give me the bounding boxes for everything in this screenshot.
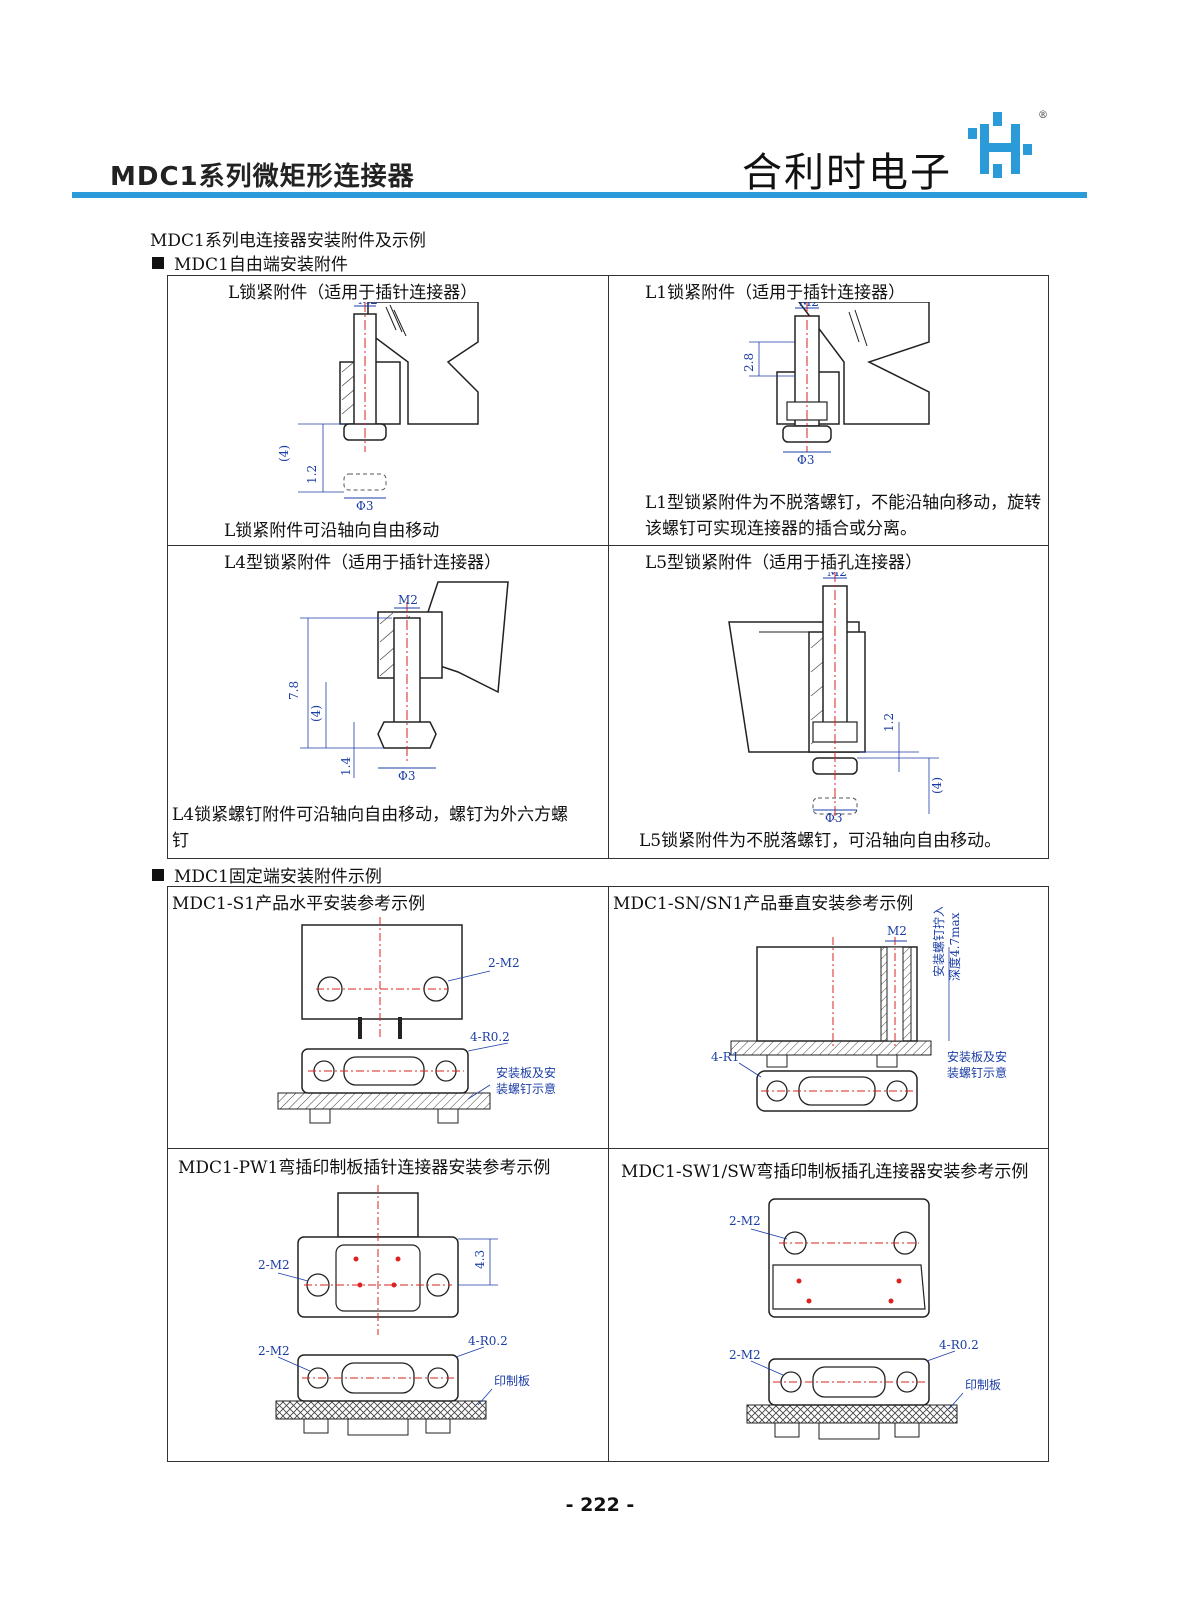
svg-text:4-R0.2: 4-R0.2 (468, 1334, 508, 1348)
sn-drawing: M2 安装螺钉拧入 深度4.7max 安装板及安 装螺钉示意 4-R1 (711, 907, 1007, 1112)
fixed-end-cell-sw1: MDC1-SW1/SW弯插印制板插孔连接器安装参考示例 2-M2 2-M2 4-… (609, 1149, 1048, 1461)
fixed-end-heading: MDC1固定端安装附件示例 (152, 862, 382, 887)
cell-title: MDC1-PW1弯插印制板插针连接器安装参考示例 (178, 1158, 551, 1178)
cell-title: L1锁紧附件（适用于插针连接器） (645, 283, 906, 303)
svg-text:安装螺钉拧入: 安装螺钉拧入 (931, 907, 946, 977)
svg-text:M2: M2 (887, 924, 907, 938)
svg-text:M2: M2 (799, 302, 819, 309)
fixed-end-cell-sn: MDC1-SN/SN1产品垂直安装参考示例 M2 安装螺钉拧入 深度4.7max… (609, 887, 1048, 1149)
free-end-cell-l5: L5型锁紧附件（适用于插孔连接器） M2 1.2 (4) Φ3 L5锁紧附件为不… (609, 546, 1048, 858)
svg-text:印制板: 印制板 (494, 1374, 530, 1388)
cell-note: L4锁紧螺钉附件可沿轴向自由移动，螺钉为外六方螺钉 (172, 805, 569, 851)
square-bullet-icon (152, 256, 164, 269)
svg-text:2-M2: 2-M2 (729, 1348, 761, 1362)
svg-text:(4): (4) (278, 445, 291, 462)
free-end-cell-l1: L1锁紧附件（适用于插针连接器） M2 2.8 Φ3 L1型锁紧附件为不脱落螺钉… (609, 276, 1048, 546)
l5-lock-drawing: M2 1.2 (4) Φ3 (728, 572, 944, 822)
pw1-drawing: 2-M2 4.3 2-M2 4-R0.2 印制板 (258, 1185, 530, 1436)
svg-text:安装板及安: 安装板及安 (947, 1049, 1007, 1064)
section-caption: MDC1系列电连接器安装附件及示例 (150, 231, 426, 251)
svg-text:1.4: 1.4 (339, 757, 353, 776)
l-lock-drawing: M2 (4) 1.2 Φ3 (278, 302, 479, 512)
svg-text:深度4.7max: 深度4.7max (947, 912, 962, 981)
cell-title: L4型锁紧附件（适用于插针连接器） (224, 553, 502, 573)
registered-mark: ® (1038, 110, 1048, 121)
svg-text:印制板: 印制板 (965, 1378, 1001, 1392)
sw1-drawing: 2-M2 2-M2 4-R0.2 印制板 (729, 1198, 1001, 1440)
cell-note: L1型锁紧附件为不脱落螺钉，不能沿轴向移动，旋转该螺钉可实现连接器的插合或分离。 (645, 493, 1042, 539)
svg-text:(4): (4) (930, 777, 944, 794)
page-header-title: MDC1系列微矩形连接器 (110, 162, 415, 192)
free-end-table: L锁紧附件（适用于插针连接器） M2 (4) 1.2 Φ3 L锁紧附件可沿轴向自… (167, 275, 1049, 859)
cell-title: L5型锁紧附件（适用于插孔连接器） (645, 553, 923, 573)
svg-text:4-R1: 4-R1 (711, 1050, 739, 1064)
cell-note: L5锁紧附件为不脱落螺钉，可沿轴向自由移动。 (639, 831, 1002, 851)
fixed-end-table: MDC1-S1产品水平安装参考示例 2-M2 4-R0.2 安装板及安 装螺钉示… (167, 886, 1049, 1462)
svg-text:装螺钉示意: 装螺钉示意 (947, 1065, 1007, 1080)
page-number: - 222 - (565, 1494, 635, 1516)
l4-lock-drawing: M2 7.8 (4) 1.4 Φ3 (288, 581, 509, 783)
svg-text:安装板及安: 安装板及安 (496, 1065, 556, 1080)
svg-text:2-M2: 2-M2 (488, 956, 520, 970)
cell-title: L锁紧附件（适用于插针连接器） (228, 283, 478, 303)
svg-text:7.8: 7.8 (288, 681, 301, 700)
svg-text:2.8: 2.8 (742, 353, 756, 372)
fixed-end-heading-text: MDC1固定端安装附件示例 (174, 867, 382, 887)
free-end-heading-text: MDC1自由端安装附件 (174, 255, 348, 275)
cell-title: MDC1-S1产品水平安装参考示例 (172, 894, 426, 914)
fixed-end-cell-pw1: MDC1-PW1弯插印制板插针连接器安装参考示例 2-M2 4.3 2-M2 (168, 1149, 609, 1461)
svg-text:Φ3: Φ3 (797, 453, 814, 467)
s1-drawing: 2-M2 4-R0.2 安装板及安 装螺钉示意 (277, 917, 556, 1124)
svg-text:Φ3: Φ3 (398, 769, 415, 783)
free-end-cell-l: L锁紧附件（适用于插针连接器） M2 (4) 1.2 Φ3 L锁紧附件可沿轴向自… (168, 276, 609, 546)
brand-name: 合利时电子 (742, 150, 952, 196)
svg-text:2-M2: 2-M2 (258, 1258, 290, 1272)
svg-text:M2: M2 (827, 572, 847, 579)
svg-text:2-M2: 2-M2 (729, 1214, 761, 1228)
free-end-heading: MDC1自由端安装附件 (152, 250, 348, 275)
svg-text:(4): (4) (309, 705, 323, 722)
svg-text:1.2: 1.2 (882, 713, 896, 732)
svg-text:4-R0.2: 4-R0.2 (470, 1030, 510, 1044)
svg-text:4.3: 4.3 (473, 1250, 487, 1269)
cell-title: MDC1-SN/SN1产品垂直安装参考示例 (613, 894, 914, 914)
header-rule (72, 192, 1087, 198)
cell-title: MDC1-SW1/SW弯插印制板插孔连接器安装参考示例 (621, 1162, 1029, 1182)
svg-text:2-M2: 2-M2 (258, 1344, 290, 1358)
svg-text:M2: M2 (358, 302, 378, 307)
svg-text:Φ3: Φ3 (356, 499, 373, 512)
square-bullet-icon (152, 868, 164, 881)
svg-text:M2: M2 (398, 593, 418, 607)
free-end-cell-l4: L4型锁紧附件（适用于插针连接器） M2 7.8 (4) 1.4 Φ3 L4锁紧… (168, 546, 609, 858)
svg-text:Φ3: Φ3 (825, 811, 842, 822)
svg-text:装螺钉示意: 装螺钉示意 (496, 1081, 556, 1096)
svg-text:1.2: 1.2 (305, 465, 319, 484)
svg-text:4-R0.2: 4-R0.2 (939, 1338, 979, 1352)
cell-note: L锁紧附件可沿轴向自由移动 (224, 521, 440, 541)
fixed-end-cell-s1: MDC1-S1产品水平安装参考示例 2-M2 4-R0.2 安装板及安 装螺钉示… (168, 887, 609, 1149)
l1-lock-drawing: M2 2.8 Φ3 (742, 302, 930, 467)
brand-logo: ® (966, 106, 1056, 190)
